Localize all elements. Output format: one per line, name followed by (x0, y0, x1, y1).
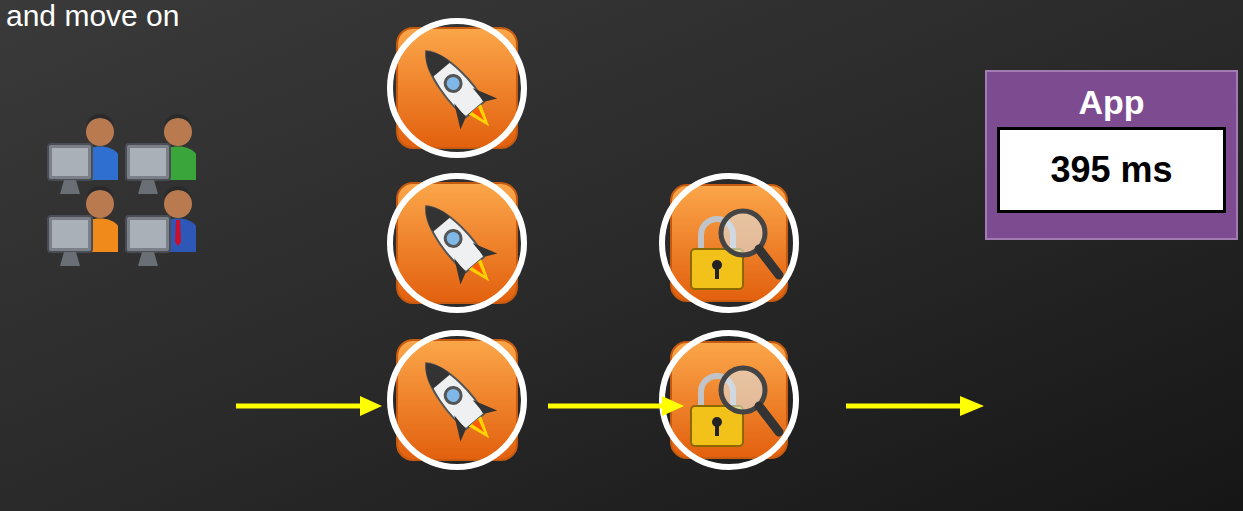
slide-heading: and move on (6, 0, 179, 32)
latency-box: 395 ms (997, 127, 1226, 213)
user-icon (126, 186, 196, 266)
user-icon (48, 114, 118, 194)
rocket-icon (397, 183, 517, 303)
app-box: App 395 ms (985, 70, 1238, 240)
highlight-circle (390, 21, 524, 155)
node-text: 395 ms (1050, 150, 1172, 190)
security-icon (671, 342, 787, 458)
highlight-circle (390, 176, 524, 310)
highlight-circle (390, 333, 524, 467)
flow-arrow (548, 396, 684, 416)
flow-arrow (236, 396, 382, 416)
flow-arrow (846, 396, 984, 416)
user-icon (126, 114, 196, 194)
rocket-icon (397, 340, 517, 460)
user-icon (48, 186, 118, 266)
rocket-icon (397, 28, 517, 148)
security-icon (671, 185, 787, 301)
highlight-circle (662, 176, 796, 310)
highlight-circle (662, 333, 796, 467)
node-text: App (1078, 82, 1144, 122)
